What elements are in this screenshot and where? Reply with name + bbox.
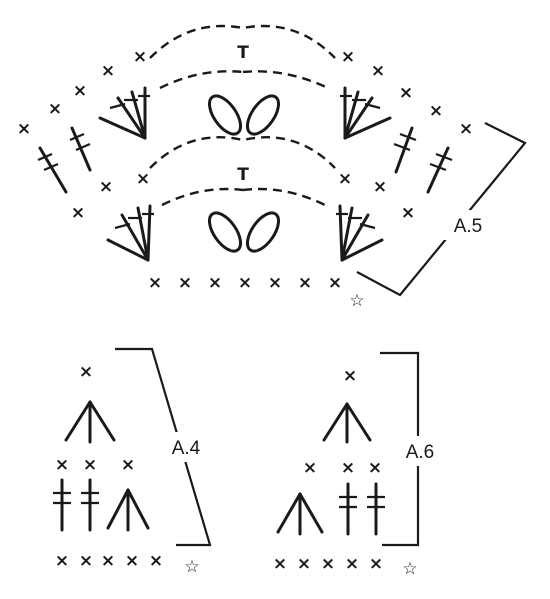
slip-stitch-mid: T bbox=[237, 165, 249, 185]
sc-mark: × bbox=[133, 47, 147, 67]
sc-mark: × bbox=[399, 83, 413, 103]
fan-a4-top bbox=[64, 400, 116, 444]
fan-left-lower bbox=[106, 204, 154, 262]
sc-mark: × bbox=[121, 455, 135, 475]
start-star-a6: ☆ bbox=[402, 559, 417, 579]
chart-a6: × × × × × × × × × ☆ A.6 bbox=[273, 351, 444, 579]
sc-mark: × bbox=[338, 169, 352, 189]
sc-mark: × bbox=[345, 554, 359, 574]
sc-mark: × bbox=[73, 81, 87, 101]
trebles-right bbox=[393, 126, 453, 194]
sc-mark: × bbox=[83, 455, 97, 475]
sc-mark: × bbox=[341, 47, 355, 67]
trebles-a4 bbox=[53, 478, 99, 532]
sc-mark: × bbox=[149, 551, 163, 571]
sc-mark: × bbox=[321, 554, 335, 574]
loop-ovals bbox=[207, 94, 281, 253]
slip-stitch-top: T bbox=[237, 43, 249, 63]
sc-mark: × bbox=[268, 273, 282, 293]
bracket-a5 bbox=[356, 122, 527, 297]
sc-mark: × bbox=[371, 61, 385, 81]
single-crochets-a5: × × × × × × × × × × × × × × × × × × × × … bbox=[17, 47, 473, 293]
sc-mark: × bbox=[55, 551, 69, 571]
sc-mark: × bbox=[273, 554, 287, 574]
sc-mark: × bbox=[136, 169, 150, 189]
label-a6: A.6 bbox=[406, 442, 435, 463]
sc-mark: × bbox=[79, 551, 93, 571]
start-star-a4: ☆ bbox=[184, 557, 199, 577]
chain-arcs bbox=[149, 24, 336, 207]
chart-a4: × × × × × × × × × ☆ A.4 bbox=[53, 347, 212, 577]
sc-mark: × bbox=[373, 177, 387, 197]
trebles-a6 bbox=[339, 482, 385, 536]
sc-mark: × bbox=[459, 119, 473, 139]
fan-a4-bottom bbox=[106, 488, 150, 532]
sc-mark: × bbox=[178, 273, 192, 293]
sc-mark: × bbox=[101, 551, 115, 571]
sc-mark: × bbox=[328, 273, 342, 293]
sc-mark: × bbox=[101, 61, 115, 81]
sc-mark: × bbox=[99, 177, 113, 197]
fan-a6-top bbox=[322, 402, 372, 444]
sc-mark: × bbox=[343, 366, 357, 386]
sc-mark: × bbox=[148, 273, 162, 293]
sc-mark: × bbox=[429, 101, 443, 121]
sc-mark: × bbox=[208, 273, 222, 293]
sc-mark: × bbox=[298, 273, 312, 293]
start-star-a5: ☆ bbox=[349, 291, 364, 311]
label-a5: A.5 bbox=[454, 216, 483, 237]
chart-a5: T T bbox=[17, 24, 527, 311]
slip-stitches: T T bbox=[237, 43, 249, 185]
fan-right-lower bbox=[336, 204, 384, 262]
fan-right-upper bbox=[340, 86, 392, 140]
sc-mark: × bbox=[55, 455, 69, 475]
label-a4: A.4 bbox=[172, 438, 201, 459]
sc-mark: × bbox=[401, 203, 415, 223]
trebles-left bbox=[37, 126, 92, 194]
sc-mark: × bbox=[71, 203, 85, 223]
sc-mark: × bbox=[369, 554, 383, 574]
sc-mark: × bbox=[341, 458, 355, 478]
sc-mark: × bbox=[368, 458, 382, 478]
sc-mark: × bbox=[125, 551, 139, 571]
sc-mark: × bbox=[303, 458, 317, 478]
sc-mark: × bbox=[17, 119, 31, 139]
sc-mark: × bbox=[238, 273, 252, 293]
sc-mark: × bbox=[79, 362, 93, 382]
sc-mark: × bbox=[48, 99, 62, 119]
sc-mark: × bbox=[297, 554, 311, 574]
fan-left-upper bbox=[98, 86, 150, 140]
fan-a6-bottom bbox=[276, 492, 324, 536]
